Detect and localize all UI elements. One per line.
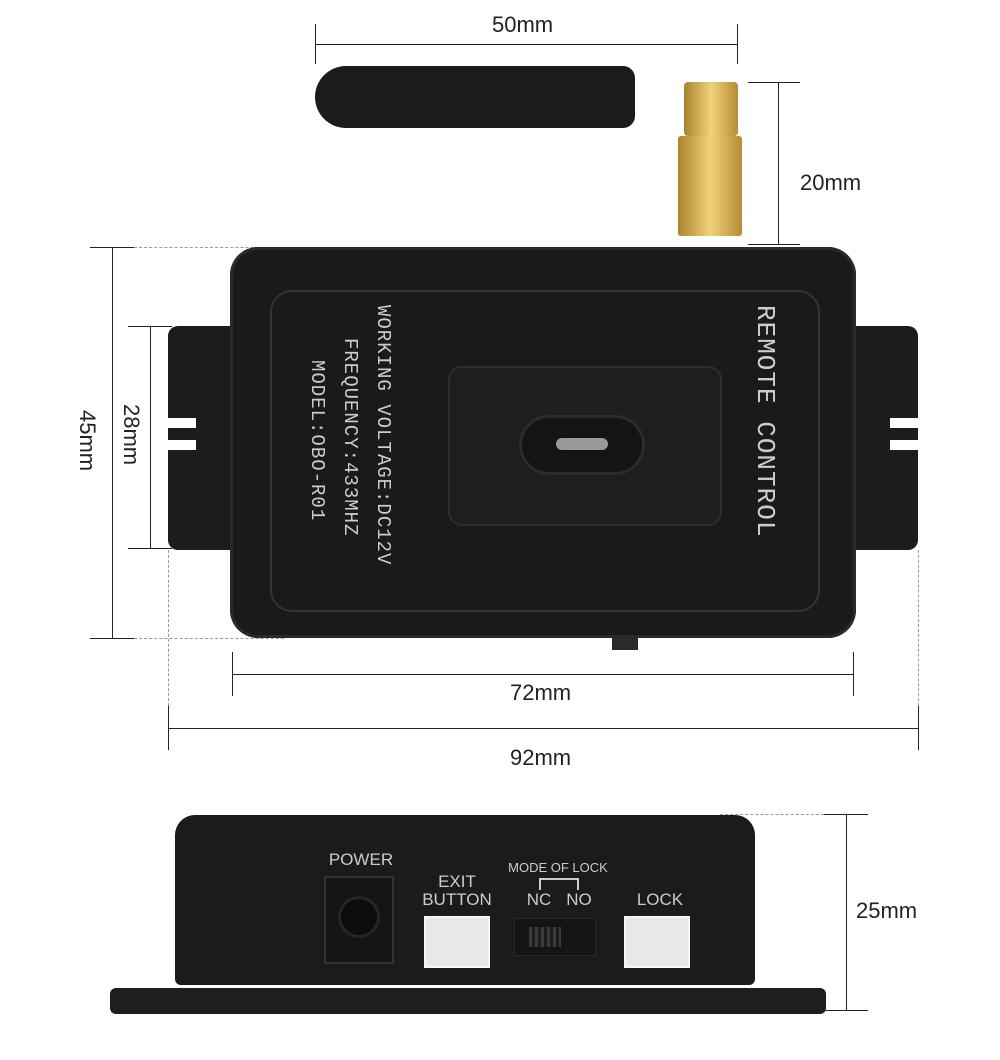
- antenna-connector: [684, 82, 738, 136]
- label-lock: LOCK: [636, 890, 684, 909]
- label-exit: EXIT: [438, 872, 476, 891]
- mount-flange: [110, 988, 826, 1014]
- dim-guide: [720, 814, 824, 815]
- dim-tick: [232, 652, 233, 696]
- dim-line-92mm: [168, 728, 918, 729]
- side-switch: [612, 638, 638, 650]
- dim-tick: [90, 247, 134, 248]
- dim-label-20mm: 20mm: [800, 170, 862, 195]
- dim-guide: [134, 247, 284, 248]
- dim-line-72mm: [232, 674, 854, 675]
- dim-tick: [748, 244, 800, 245]
- dim-label-50mm: 50mm: [492, 12, 554, 37]
- dim-tick: [128, 548, 172, 549]
- dim-label-92mm: 92mm: [510, 745, 572, 770]
- dim-line-20mm: [778, 82, 779, 244]
- label-mode-of-lock: MODE OF LOCK: [508, 860, 608, 875]
- dim-tick: [737, 24, 738, 64]
- dim-line-45mm: [112, 247, 113, 638]
- mount-slot: [168, 418, 196, 428]
- dim-guide: [918, 550, 919, 706]
- dim-tick: [824, 1010, 868, 1011]
- dim-tick: [748, 82, 800, 83]
- exit-button-connector: [424, 916, 490, 968]
- label-voltage: WORKING VOLTAGE:DC12V: [372, 305, 394, 566]
- dim-line-28mm: [150, 326, 151, 548]
- dim-label-25mm: 25mm: [856, 898, 918, 923]
- label-power: POWER: [328, 850, 394, 869]
- led-indicator: [522, 418, 642, 472]
- label-model: MODEL:OBO-R01: [306, 360, 328, 522]
- antenna-nut: [678, 136, 742, 236]
- dim-label-45mm: 45mm: [75, 410, 100, 472]
- label-title: REMOTE CONTROL: [750, 305, 780, 538]
- label-nc: NC: [526, 890, 552, 909]
- lock-connector: [624, 916, 690, 968]
- mount-slot: [890, 440, 918, 450]
- dim-tick: [853, 652, 854, 696]
- dim-tick: [90, 638, 134, 639]
- mode-switch[interactable]: [514, 918, 596, 956]
- dim-guide: [168, 550, 169, 706]
- dim-line-50mm: [315, 44, 738, 45]
- power-jack: [324, 876, 394, 964]
- mount-slot: [168, 440, 196, 450]
- label-exit-button: BUTTON: [422, 890, 492, 909]
- mount-slot: [890, 418, 918, 428]
- dim-tick: [128, 326, 172, 327]
- dim-guide: [134, 638, 284, 639]
- dim-tick: [824, 814, 868, 815]
- label-frequency: FREQUENCY:433MHZ: [339, 338, 361, 537]
- mode-bracket: [539, 878, 579, 890]
- antenna: [315, 66, 635, 128]
- label-no: NO: [566, 890, 592, 909]
- dim-tick: [315, 24, 316, 64]
- dim-tick: [918, 706, 919, 750]
- dim-line-25mm: [846, 814, 847, 1010]
- dim-label-72mm: 72mm: [510, 680, 572, 705]
- device-label-area: [270, 290, 820, 612]
- dim-tick: [168, 706, 169, 750]
- dim-label-28mm: 28mm: [119, 404, 144, 466]
